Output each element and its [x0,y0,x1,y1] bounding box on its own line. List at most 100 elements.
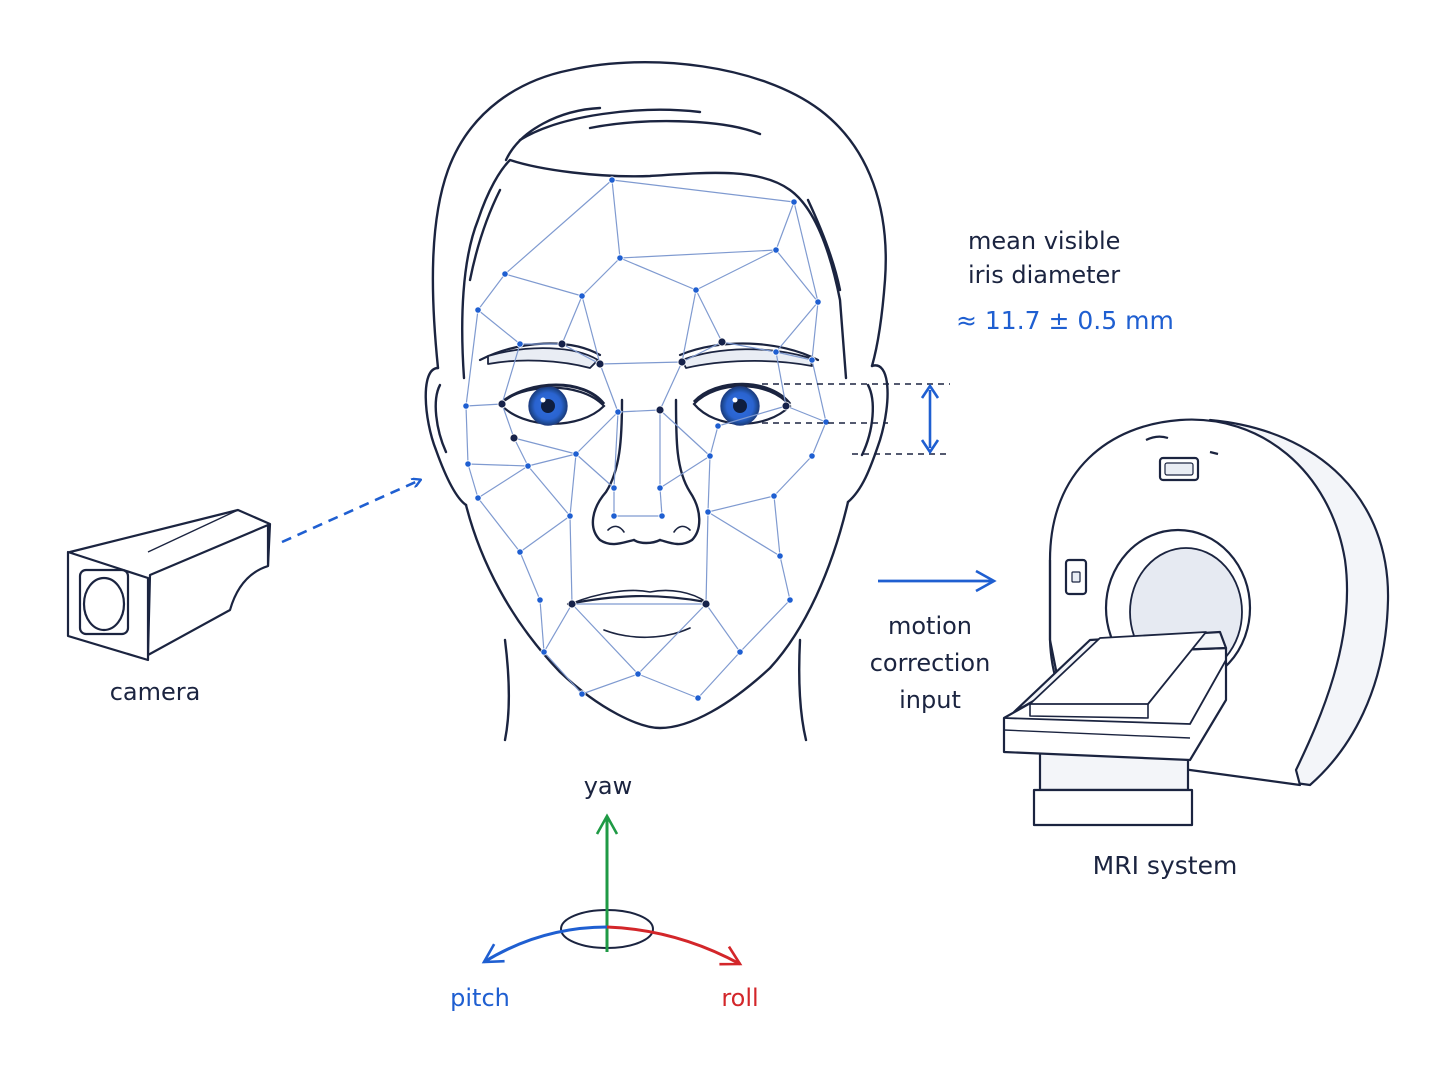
mesh-edge [504,179,613,275]
mesh-edge [775,301,819,353]
mesh-edge [569,453,577,517]
mesh-landmark-point [616,254,624,262]
mesh-edge [561,343,601,365]
mesh-landmark-point [509,433,519,443]
mesh-landmark-point [736,648,744,656]
mesh-edge [721,341,777,353]
mesh-edge [619,249,777,259]
face-landmark-mesh-points [462,176,830,702]
mesh-edge [637,603,707,675]
right-eye [692,382,792,426]
mesh-edge [571,603,639,675]
mesh-edge [467,463,529,467]
mesh-landmark-point [610,512,618,520]
mesh-edge [599,363,619,413]
mesh-edge [581,295,601,365]
mesh-landmark-point [610,484,618,492]
mesh-edge [575,453,615,489]
mesh-landmark-point [677,357,687,367]
mesh-edge [599,361,683,365]
mesh-edge [611,179,795,203]
mesh-landmark-point [658,512,666,520]
mesh-edge [539,599,545,653]
mesh-edge [504,273,583,297]
mesh-landmark-point [634,670,642,678]
mesh-edge [811,359,827,423]
mesh-edge [561,295,583,345]
mesh-edge [779,555,791,601]
mesh-landmark-point [474,494,482,502]
iris-diameter-value: ≈ 11.7 ± 0.5 mm [956,306,1174,335]
mesh-landmark-point [814,298,822,306]
mesh-edge [707,511,781,557]
mesh-landmark-point [808,356,816,364]
mesh-landmark-point [474,306,482,314]
mesh-edge [659,361,683,411]
mesh-edge [773,455,813,497]
mesh-landmark-point [701,599,711,609]
mesh-edge [527,453,577,467]
mesh-landmark-point [516,340,524,348]
mesh-landmark-point [567,599,577,609]
mesh-edge [501,343,521,405]
mesh-edge [811,421,827,457]
mesh-edge [519,551,541,601]
mesh-landmark-point [655,405,665,415]
mesh-edge [705,511,709,605]
mesh-landmark-point [578,690,586,698]
iris-label-line-2: iris diameter [968,261,1121,289]
mesh-landmark-point [464,460,472,468]
rotation-axes-icon [481,813,743,966]
mesh-edge [773,495,781,557]
mesh-edge [775,351,787,407]
mesh-landmark-point [595,359,605,369]
camera-gaze-arrow [281,480,420,544]
mesh-landmark-point [717,337,727,347]
mesh-edge [527,465,571,517]
mesh-landmark-point [776,552,784,560]
mesh-landmark-point [524,462,532,470]
mesh-edge [465,405,469,465]
mesh-landmark-point [770,492,778,500]
mesh-edge [613,411,619,489]
mesh-edge [467,463,479,499]
mesh-edge [543,603,573,653]
mesh-landmark-point [497,399,507,409]
iris-diameter-label: mean visible iris diameter [968,224,1228,292]
mesh-edge [681,341,723,363]
mesh-edge [811,301,819,361]
mesh-edge [705,603,741,653]
mesh-landmark-point [540,648,548,656]
mri-scanner-icon [1002,418,1390,827]
mesh-edge [637,673,699,699]
roll-label: roll [721,984,759,1012]
left-eye [498,383,606,426]
mesh-edge [775,201,795,251]
motion-label-line-1: motion [887,612,973,640]
mesh-edge [681,289,697,363]
iris-label-line-1: mean visible [968,227,1121,255]
mesh-landmark-point [516,548,524,556]
mri-system-label: MRI system [1092,851,1238,880]
mesh-edge [695,289,723,343]
mesh-edge [575,411,619,455]
mesh-landmark-point [808,452,816,460]
mesh-edge [707,455,711,513]
pitch-label: pitch [450,984,510,1012]
iris-diameter-dimension [762,383,950,455]
mesh-landmark-point [608,176,616,184]
mesh-landmark-point [822,418,830,426]
mesh-edge [581,673,639,695]
mesh-edge [707,495,775,513]
mesh-landmark-point [772,246,780,254]
mesh-edge [465,309,479,407]
mesh-edge [659,409,711,457]
mesh-edge [581,257,621,297]
mesh-landmark-point [790,198,798,206]
mesh-edge [477,497,521,553]
mesh-landmark-point [704,508,712,516]
mesh-edge [775,249,819,303]
mesh-edge [617,409,661,413]
mesh-landmark-point [462,402,470,410]
